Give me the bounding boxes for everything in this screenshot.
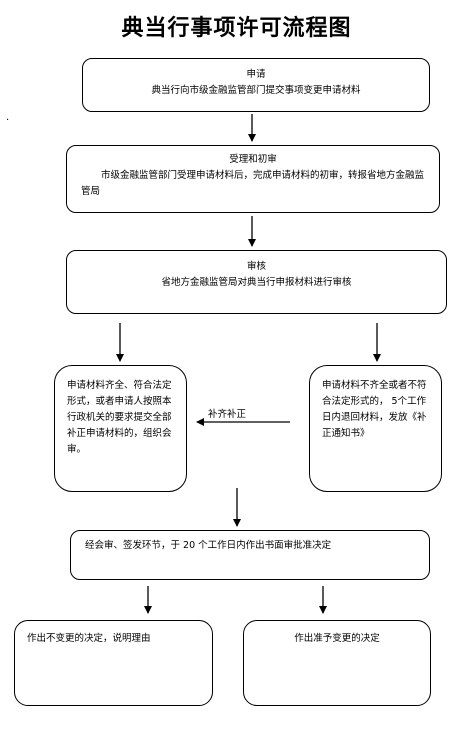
node-accept-head: 受理和初审 <box>229 154 277 165</box>
node-review-head: 审核 <box>246 261 266 272</box>
node-incomplete: 申请材料不齐全或者不符合法定形式的， 5个工作日内退回材料，发放《补正通知书》 <box>309 365 442 492</box>
node-complete-body: 申请材料齐全、符合法定形式，或者申请人按照本行政机关的要求提交全部补正申请材料的… <box>67 380 172 455</box>
node-apply: 申请 典当行向市级金融监管部门提交事项变更申请材料 <box>82 58 430 112</box>
node-review-body: 省地方金融监管局对典当行申报材料进行审核 <box>161 277 352 288</box>
node-incomplete-body: 申请材料不齐全或者不符合法定形式的， 5个工作日内退回材料，发放《补正通知书》 <box>322 380 427 439</box>
node-accept-body: 市级金融监管部门受理申请材料后，完成申请材料的初审，转报省地方金融监管局 <box>81 170 425 197</box>
stray-mark: . <box>6 112 10 123</box>
node-decision-body: 经会审、签发环节，于 20 个工作日内作出书面审批准决定 <box>85 540 332 551</box>
edge-label-supplement: 补齐补正 <box>208 409 247 420</box>
node-apply-head: 申请 <box>246 69 266 80</box>
node-decision: 经会审、签发环节，于 20 个工作日内作出书面审批准决定 <box>70 530 430 580</box>
node-reject: 作出不变更的决定，说明理由 <box>14 620 213 706</box>
node-approve: 作出准予变更的决定 <box>243 620 431 706</box>
node-approve-body: 作出准予变更的决定 <box>294 633 380 644</box>
node-apply-body: 典当行向市级金融监管部门提交事项变更申请材料 <box>151 85 361 96</box>
node-review: 审核 省地方金融监管局对典当行申报材料进行审核 <box>66 250 447 314</box>
node-complete: 申请材料齐全、符合法定形式，或者申请人按照本行政机关的要求提交全部补正申请材料的… <box>54 365 187 492</box>
node-reject-body: 作出不变更的决定，说明理由 <box>27 633 151 644</box>
page-title: 典当行事项许可流程图 <box>121 15 352 41</box>
node-accept: 受理和初审 市级金融监管部门受理申请材料后，完成申请材料的初审，转报省地方金融监… <box>66 145 440 213</box>
